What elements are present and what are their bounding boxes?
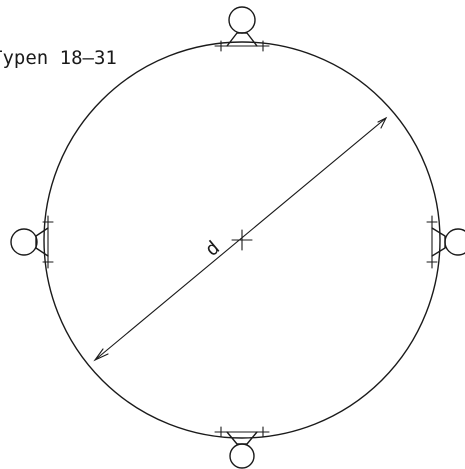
lug-top-ring-icon [228, 6, 256, 34]
center-mark [231, 229, 253, 251]
lug-bottom-ring-icon [229, 443, 255, 469]
lug-right-ring-icon [444, 228, 465, 256]
diameter-dimension-line [93, 116, 388, 362]
lug-left-ring-icon [10, 228, 38, 256]
type-label: Typen 18–31 [0, 47, 117, 69]
lug-right [426, 215, 465, 269]
diameter-label: d [201, 237, 224, 261]
lug-bottom [214, 426, 270, 469]
lug-left [10, 215, 54, 269]
main-circle [43, 41, 441, 439]
lug-top [214, 6, 270, 52]
